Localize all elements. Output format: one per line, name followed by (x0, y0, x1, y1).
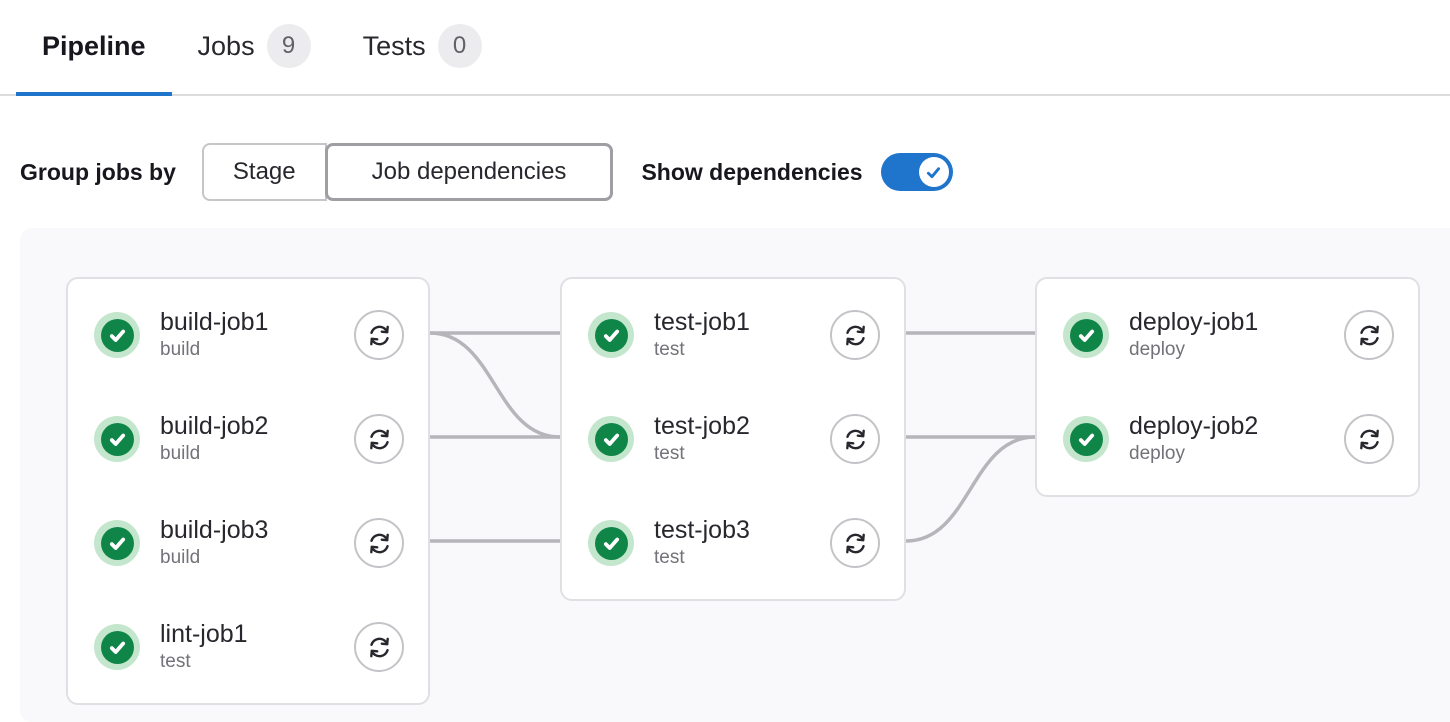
pipeline-tab-bar: Pipeline Jobs 9 Tests 0 (0, 0, 1450, 96)
status-success-icon (1063, 416, 1109, 462)
check-icon (603, 433, 619, 446)
check-icon (603, 329, 619, 342)
group-by-stage-button[interactable]: Stage (201, 143, 327, 201)
retry-icon (369, 429, 389, 449)
status-success-icon (94, 312, 140, 358)
check-icon (1078, 433, 1094, 446)
job-name[interactable]: test-job1 (654, 307, 750, 336)
retry-icon (369, 325, 389, 345)
job-stage: test (654, 339, 685, 361)
retry-job-button[interactable] (830, 414, 880, 464)
tab-pipeline-label: Pipeline (42, 30, 146, 61)
retry-job-button[interactable] (1344, 414, 1394, 464)
status-success-icon (588, 520, 634, 566)
job-group-card: test-job1 test test-job2 test (560, 277, 906, 601)
retry-icon (369, 533, 389, 553)
job-name[interactable]: deploy-job1 (1129, 307, 1259, 336)
job-group-card: deploy-job1 deploy deploy-job2 deploy (1035, 277, 1420, 497)
dependency-edge (429, 331, 561, 439)
group-by-job-dependencies-button[interactable]: Job dependencies (324, 143, 614, 201)
dependency-edges (429, 331, 1036, 543)
retry-job-button[interactable] (830, 310, 880, 360)
job-stage: build (160, 443, 201, 465)
job-row: test-job3 test (562, 491, 904, 595)
job-row: test-job1 test (562, 283, 904, 387)
show-dependencies-label: Show dependencies (641, 158, 863, 185)
job-row: deploy-job2 deploy (1037, 387, 1418, 491)
retry-job-button[interactable] (830, 518, 880, 568)
status-success-icon (1063, 312, 1109, 358)
check-icon (603, 537, 619, 550)
job-name[interactable]: build-job2 (160, 411, 269, 440)
job-name[interactable]: build-job1 (160, 307, 269, 336)
job-name[interactable]: build-job3 (160, 515, 269, 544)
job-stage: test (160, 651, 191, 673)
check-icon (926, 166, 941, 178)
job-name[interactable]: test-job3 (654, 515, 750, 544)
retry-icon (1359, 325, 1379, 345)
job-name[interactable]: test-job2 (654, 411, 750, 440)
job-stage: deploy (1129, 443, 1185, 465)
check-icon (109, 641, 125, 654)
job-name[interactable]: deploy-job2 (1129, 411, 1259, 440)
retry-icon (1359, 429, 1379, 449)
job-stage: deploy (1129, 339, 1185, 361)
status-success-icon (588, 312, 634, 358)
toggle-knob (918, 157, 949, 187)
job-row: build-job3 build (68, 491, 428, 595)
job-group-card: build-job1 build build-job2 build (66, 277, 430, 705)
retry-icon (369, 637, 389, 657)
job-stage: build (160, 339, 201, 361)
check-icon (109, 433, 125, 446)
retry-job-button[interactable] (354, 622, 404, 672)
retry-icon (845, 429, 865, 449)
tab-pipeline[interactable]: Pipeline (16, 0, 172, 96)
status-success-icon (94, 520, 140, 566)
dependency-edge (905, 435, 1036, 543)
group-by-segmented-control: Stage Job dependencies (201, 143, 614, 201)
retry-job-button[interactable] (354, 518, 404, 568)
show-dependencies-toggle[interactable] (880, 153, 953, 191)
job-name[interactable]: lint-job1 (160, 619, 248, 648)
tab-jobs[interactable]: Jobs 9 (172, 0, 337, 96)
job-row: lint-job1 test (68, 595, 428, 699)
tab-tests-label: Tests (362, 30, 426, 61)
tests-count-badge: 0 (437, 24, 482, 68)
check-icon (109, 537, 125, 550)
job-stage: build (160, 547, 201, 569)
retry-icon (845, 325, 865, 345)
status-success-icon (588, 416, 634, 462)
pipeline-graph: build-job1 build build-job2 build (20, 228, 1450, 722)
group-jobs-by-label: Group jobs by (20, 158, 176, 185)
job-row: test-job2 test (562, 387, 904, 491)
graph-controls: Group jobs by Stage Job dependencies Sho… (20, 143, 953, 201)
job-row: deploy-job1 deploy (1037, 283, 1418, 387)
retry-job-button[interactable] (354, 414, 404, 464)
status-success-icon (94, 624, 140, 670)
tab-jobs-label: Jobs (197, 30, 255, 61)
retry-job-button[interactable] (1344, 310, 1394, 360)
status-success-icon (94, 416, 140, 462)
job-stage: test (654, 547, 685, 569)
check-icon (109, 329, 125, 342)
jobs-count-badge: 9 (266, 24, 311, 68)
job-row: build-job1 build (68, 283, 428, 387)
job-stage: test (654, 443, 685, 465)
retry-job-button[interactable] (354, 310, 404, 360)
tab-tests[interactable]: Tests 0 (337, 0, 508, 96)
retry-icon (845, 533, 865, 553)
check-icon (1078, 329, 1094, 342)
job-row: build-job2 build (68, 387, 428, 491)
